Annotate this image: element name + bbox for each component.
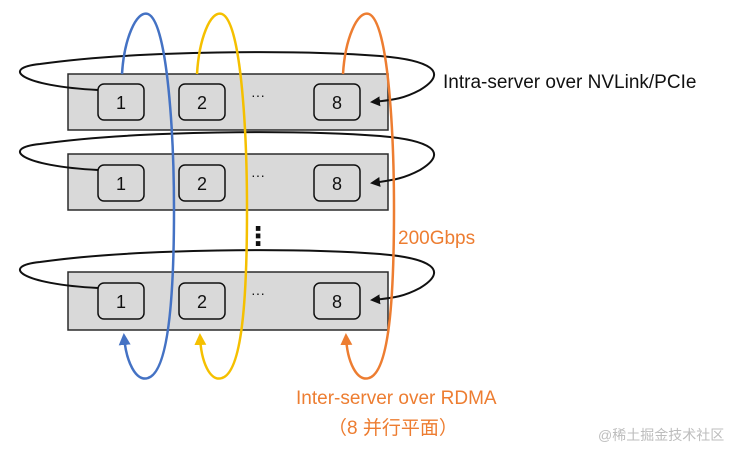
- gpu-box: [313, 83, 361, 121]
- gpu-box: [313, 164, 361, 202]
- inter-server-label: Inter-server over RDMA: [296, 388, 497, 409]
- intra-server-ring: [19, 131, 435, 187]
- gpu-box: [178, 83, 226, 121]
- gpu-label: 1: [116, 93, 126, 113]
- watermark: @稀土掘金技术社区: [598, 427, 724, 443]
- server-2: 1 2 ··· 8: [19, 131, 435, 211]
- intra-server-label: Intra-server over NVLink/PCIe: [443, 72, 696, 93]
- gpu-box: [97, 164, 145, 202]
- gpu-label: 2: [197, 292, 207, 312]
- gpu-label: 8: [332, 292, 342, 312]
- gpu-label: 8: [332, 93, 342, 113]
- inter-server-ring-orange: [340, 12, 396, 380]
- bandwidth-label: 200Gbps: [398, 228, 475, 249]
- inter-server-ring-blue: [118, 12, 176, 380]
- gpu-label: 8: [332, 174, 342, 194]
- server-1: 1 2 ··· 8: [19, 51, 435, 131]
- gpu-box: [313, 282, 361, 320]
- intra-server-ring: [19, 51, 435, 107]
- gpu-label: 1: [116, 174, 126, 194]
- gpu-label: 2: [197, 174, 207, 194]
- gpu-label: 2: [197, 93, 207, 113]
- gpu-label: 1: [116, 292, 126, 312]
- intra-server-ring: [19, 249, 435, 305]
- gpu-ellipsis: ···: [251, 285, 265, 301]
- gpu-box: [178, 282, 226, 320]
- gpu-box: [97, 282, 145, 320]
- server-3: 1 2 ··· 8: [19, 249, 435, 331]
- gpu-ellipsis: ···: [251, 167, 265, 183]
- gpu-box: [178, 164, 226, 202]
- gpu-box: [97, 83, 145, 121]
- gpu-ellipsis: ···: [251, 87, 265, 103]
- vertical-ellipsis: ⋮: [245, 221, 271, 251]
- inter-server-sublabel: （8 并行平面）: [328, 417, 458, 439]
- inter-server-ring-yellow: [194, 12, 249, 380]
